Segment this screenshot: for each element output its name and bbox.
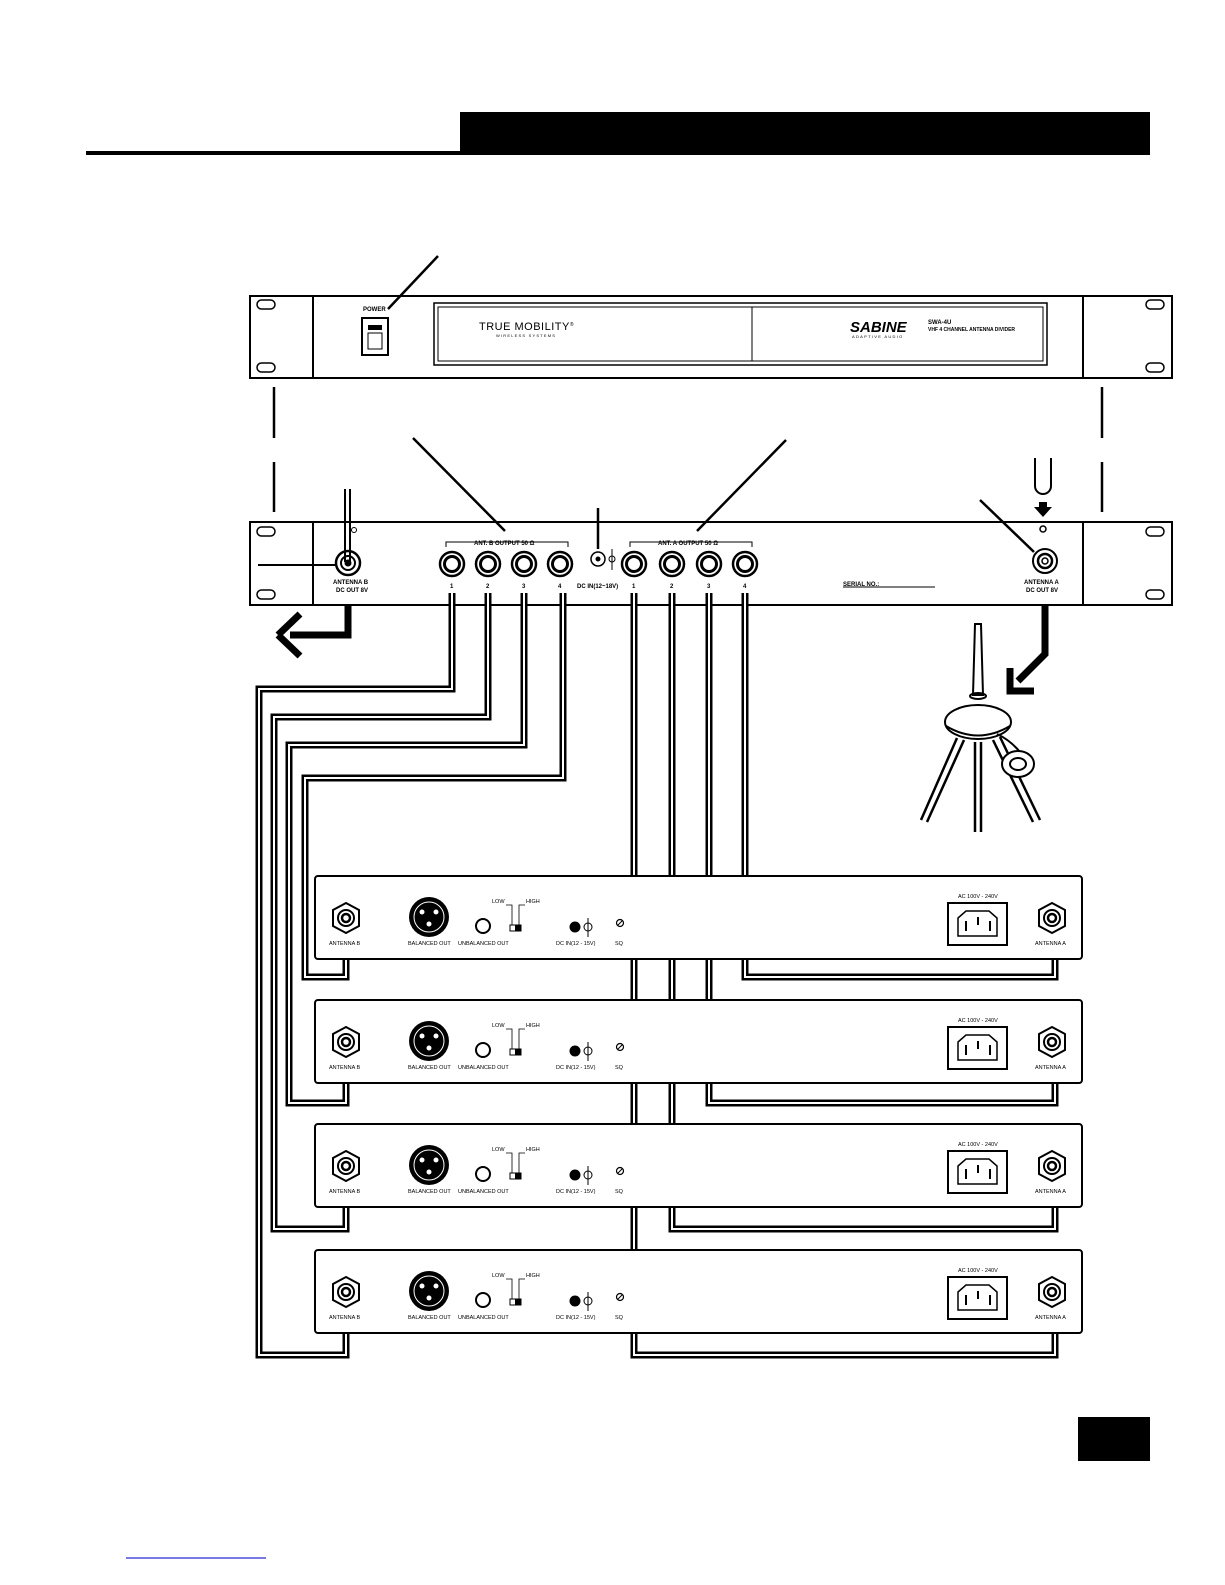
receiver-antenna-b-label: ANTENNA B: [329, 1189, 361, 1195]
receiver-ac-label: AC 100V - 240V: [958, 1142, 998, 1148]
dc-in-jack[interactable]: [590, 549, 616, 570]
sabine-sub: ADAPTIVE AUDIO: [852, 334, 904, 339]
true-mobility-sub: WIRELESS SYSTEMS: [496, 333, 556, 338]
receiver-antenna-a-label: ANTENNA A: [1035, 1189, 1066, 1195]
ant-b-output-jacks[interactable]: [438, 550, 574, 578]
power-switch[interactable]: [361, 317, 389, 356]
antenna-a-plug: [1034, 458, 1052, 495]
cables-inner: [258, 593, 1056, 1356]
true-mobility-logo: TRUE MOBILITY®: [479, 321, 574, 333]
ant-a-output-1: 1: [632, 584, 636, 590]
ant-a-output-label: ANT. A OUTPUT 50 Ω: [658, 541, 718, 547]
receiver-unbalanced-label: UNBALANCED OUT: [458, 1065, 509, 1071]
receiver-low-label: LOW: [492, 1023, 505, 1029]
front-panel: [249, 295, 1173, 379]
receiver-balanced-label: BALANCED OUT: [408, 941, 451, 947]
receiver-dcin-label: DC IN(12 - 15V): [556, 1189, 596, 1195]
receiver-balanced-label: BALANCED OUT: [408, 1315, 451, 1321]
tripod-antenna-icon: [919, 623, 1042, 832]
antenna-b-sub: DC OUT 8V: [336, 588, 368, 594]
receiver-unbalanced-label: UNBALANCED OUT: [458, 1189, 509, 1195]
receiver-antenna-b-label: ANTENNA B: [329, 1315, 361, 1321]
model-desc: VHF 4 CHANNEL ANTENNA DIVIDER: [928, 327, 1015, 333]
antenna-a-label: ANTENNA A: [1024, 580, 1060, 586]
power-label: POWER: [363, 307, 386, 313]
receiver-antenna-b-label: ANTENNA B: [329, 941, 361, 947]
ant-a-callout: [696, 439, 787, 532]
receiver-4: ANTENNA B BALANCED OUT UNBALANCED OUT LO…: [313, 1248, 1084, 1335]
receiver-antenna-b-label: ANTENNA B: [329, 1065, 361, 1071]
receiver-sq-label: SQ: [615, 941, 624, 947]
receiver-high-label: HIGH: [526, 1273, 540, 1279]
receiver-2: ANTENNA B BALANCED OUT UNBALANCED OUT LO…: [313, 998, 1084, 1085]
cables: [255, 593, 1059, 1359]
receiver-1: ANTENNA B BALANCED OUT UNBALANCED OUT LO…: [313, 874, 1084, 961]
ant-b-output-label: ANT. B OUTPUT 50 Ω: [474, 541, 535, 547]
receiver-sq-label: SQ: [615, 1065, 624, 1071]
model-name: SWA-4U: [928, 320, 951, 326]
receiver-antenna-a-label: ANTENNA A: [1035, 1315, 1066, 1321]
receiver-antenna-a-label: ANTENNA A: [1035, 1065, 1066, 1071]
down-arrow-icon: [1034, 502, 1052, 517]
receiver-low-label: LOW: [492, 1273, 505, 1279]
left-arrow-icon: [275, 611, 303, 659]
antenna-b-jack[interactable]: [334, 527, 362, 577]
receiver-sq-label: SQ: [615, 1315, 624, 1321]
header-block: [460, 112, 1150, 153]
ant-b-callout: [412, 437, 506, 532]
receiver-unbalanced-label: UNBALANCED OUT: [458, 1315, 509, 1321]
receiver-high-label: HIGH: [526, 899, 540, 905]
alignment-guides: [272, 387, 1104, 512]
antenna-a-callout: [979, 499, 1035, 553]
dc-in-label: DC IN(12~18V): [577, 584, 618, 590]
receiver-high-label: HIGH: [526, 1023, 540, 1029]
antenna-a-sub: DC OUT 8V: [1026, 588, 1058, 594]
ant-a-output-jacks[interactable]: [620, 550, 759, 578]
receiver-ac-label: AC 100V - 240V: [958, 1018, 998, 1024]
receiver-balanced-label: BALANCED OUT: [408, 1065, 451, 1071]
ant-b-output-3: 3: [522, 584, 526, 590]
ant-a-output-4: 4: [743, 584, 747, 590]
receiver-dcin-label: DC IN(12 - 15V): [556, 941, 596, 947]
ant-a-output-3: 3: [707, 584, 711, 590]
ant-a-output-2: 2: [670, 584, 674, 590]
sabine-logo: SABINE: [850, 319, 908, 336]
receiver-ac-label: AC 100V - 240V: [958, 1268, 998, 1274]
ant-b-output-2: 2: [486, 584, 490, 590]
receiver-dcin-label: DC IN(12 - 15V): [556, 1315, 596, 1321]
receiver-antenna-a-label: ANTENNA A: [1035, 941, 1066, 947]
antenna-a-jack[interactable]: [1032, 525, 1058, 574]
power-callout: [387, 255, 439, 310]
receiver-unbalanced-label: UNBALANCED OUT: [458, 941, 509, 947]
serial-label: SERIAL NO.:: [843, 582, 879, 588]
receiver-high-label: HIGH: [526, 1147, 540, 1153]
ant-b-output-4: 4: [558, 584, 562, 590]
antenna-a-cable: [1015, 604, 1049, 684]
receiver-dcin-label: DC IN(12 - 15V): [556, 1065, 596, 1071]
diag-arrow-icon: [1006, 668, 1034, 695]
receiver-low-label: LOW: [492, 899, 505, 905]
receiver-balanced-label: BALANCED OUT: [408, 1189, 451, 1195]
receiver-low-label: LOW: [492, 1147, 505, 1153]
receiver-ac-label: AC 100V - 240V: [958, 894, 998, 900]
antenna-b-cable: [290, 604, 352, 639]
receiver-sq-label: SQ: [615, 1189, 624, 1195]
receiver-3: ANTENNA B BALANCED OUT UNBALANCED OUT LO…: [313, 1122, 1084, 1209]
antenna-b-label: ANTENNA B: [333, 580, 369, 586]
page-number-block: [1078, 1417, 1150, 1461]
ant-b-output-1: 1: [450, 584, 454, 590]
